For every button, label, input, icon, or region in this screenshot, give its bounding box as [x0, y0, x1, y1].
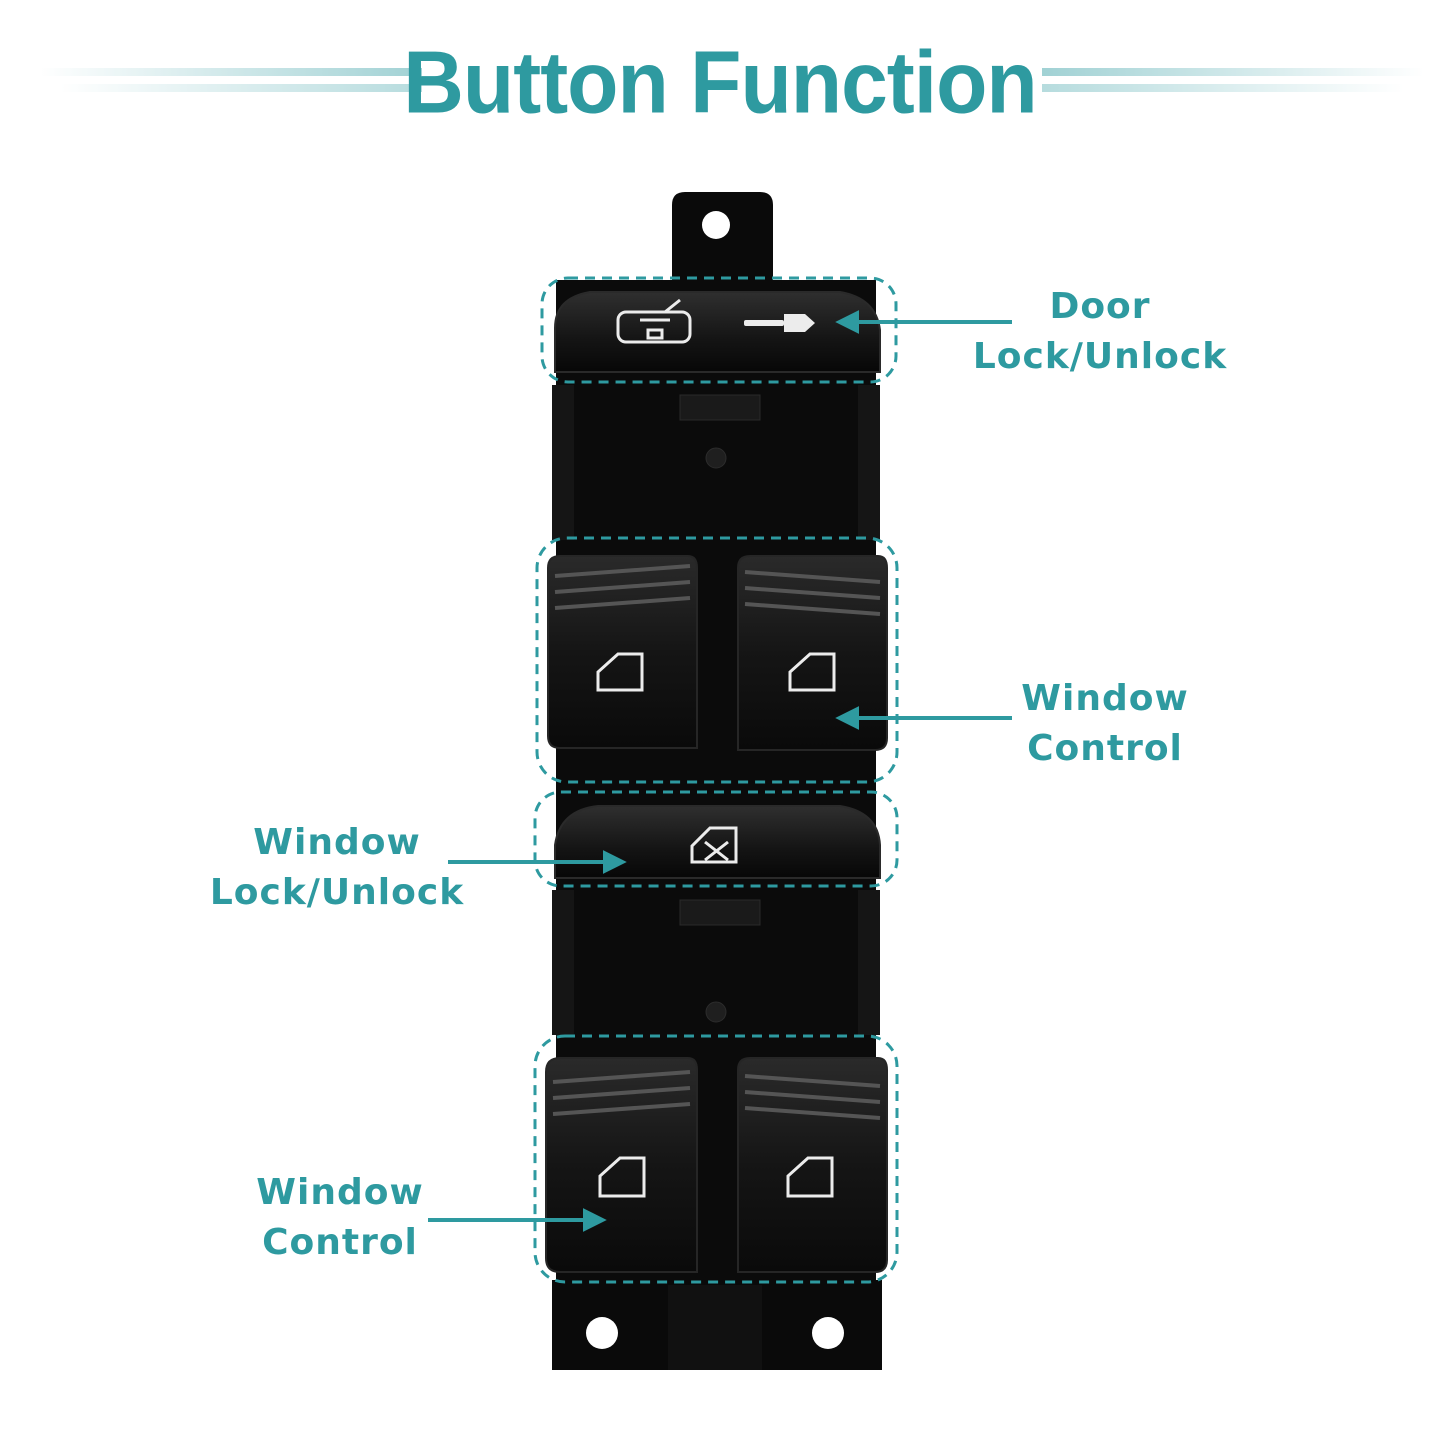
rear-window-control-label: Window Control [256, 1172, 424, 1263]
window-lock-label: Window Lock/Unlock [209, 822, 465, 913]
window-door-icon [596, 652, 644, 692]
window-door-icon [786, 1156, 834, 1198]
rear-right-window-switch[interactable] [737, 1057, 888, 1273]
callout-arrows [428, 310, 1012, 1232]
window-lock-icon [690, 826, 738, 864]
window-door-icon [788, 652, 836, 692]
lower-clip [679, 899, 761, 1023]
car-door-lock-icon [616, 298, 692, 344]
page-title: Button Function [403, 32, 1037, 132]
front-right-window-switch[interactable] [737, 555, 888, 751]
callout-outlines [533, 276, 899, 1284]
door-lock-label: Door Lock/Unlock [972, 286, 1228, 377]
upper-clip [679, 394, 761, 469]
door-lock-button[interactable] [554, 291, 881, 373]
top-mount-tab [672, 192, 773, 282]
window-lock-outline [533, 790, 899, 888]
front-window-control-label: Window Control [1021, 678, 1189, 769]
front-left-window-switch[interactable] [547, 555, 698, 749]
bottom-mount-base [552, 1280, 882, 1370]
key-icon [744, 314, 815, 332]
window-door-icon [598, 1156, 646, 1198]
door-lock-outline [540, 276, 898, 384]
rear-window-outline [533, 1034, 899, 1284]
rear-left-window-switch[interactable] [545, 1057, 698, 1273]
window-lock-button[interactable] [554, 805, 881, 879]
